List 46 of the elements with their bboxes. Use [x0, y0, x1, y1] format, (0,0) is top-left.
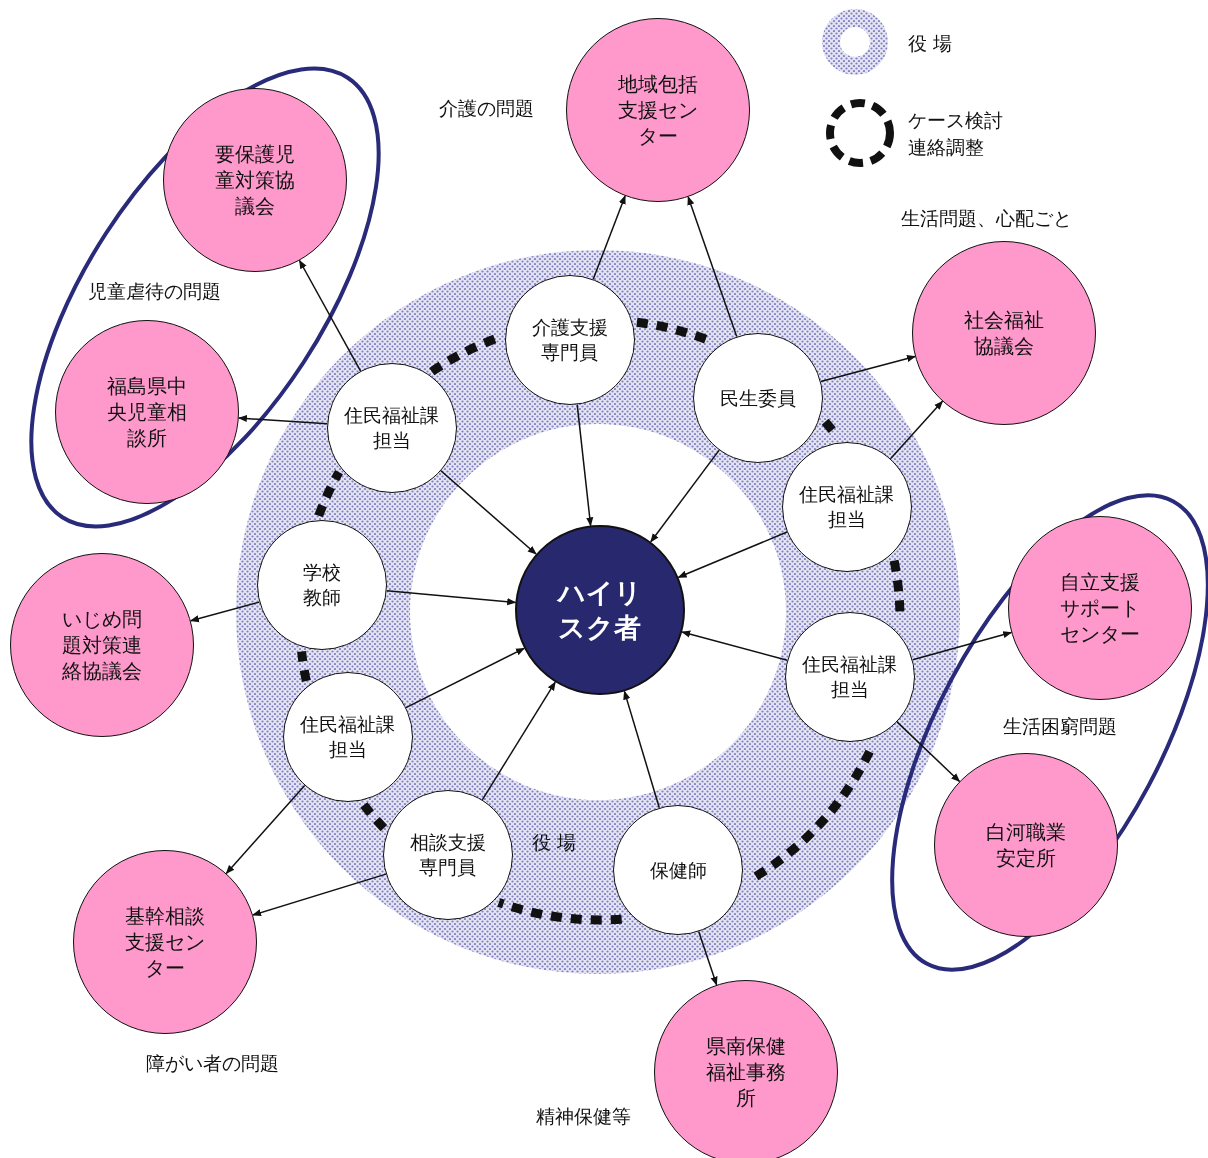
- node-label: 学校教師: [302, 560, 342, 610]
- node-label: 自立支援サポートセンター: [1059, 569, 1141, 647]
- arrow: [576, 403, 594, 527]
- dashed-connector: [360, 802, 388, 832]
- arrow: [252, 873, 387, 917]
- node-label: 県南保健福祉事務所: [705, 1033, 787, 1111]
- node-label: 介護支援専門員: [531, 315, 609, 365]
- beside-label: 介護の問題: [439, 96, 534, 121]
- node-label: 住民福祉課担当: [801, 652, 899, 702]
- arrow: [911, 631, 1013, 661]
- node-label: 基幹相談支援センター: [124, 903, 206, 981]
- node-label: 住民福祉課担当: [798, 482, 896, 532]
- arrow: [820, 355, 916, 383]
- legend-label: 役 場: [908, 31, 953, 56]
- node-label: いじめ問題対策連絡協議会: [61, 606, 143, 684]
- arrow: [650, 449, 720, 543]
- arrow: [440, 470, 537, 555]
- dashed-connector: [297, 650, 311, 682]
- node-label: 住民福祉課担当: [299, 712, 397, 762]
- group-heading: 生活困窮問題: [1003, 714, 1117, 739]
- arrow: [405, 647, 525, 709]
- node-label: 地域包括支援センター: [617, 71, 699, 149]
- beside-label: 生活問題、心配ごと: [901, 206, 1072, 231]
- node-label: 福島県中央児童相談所: [106, 373, 188, 451]
- node-label: 白河職業安定所: [985, 819, 1067, 871]
- arrow: [189, 601, 261, 623]
- node-label: ハイリスク者: [556, 575, 643, 645]
- node-label: 民生委員: [720, 385, 796, 411]
- node-label: 住民福祉課担当: [343, 403, 441, 453]
- arrow: [687, 196, 738, 338]
- band-label: 役 場: [532, 830, 577, 855]
- arrow: [592, 195, 626, 281]
- beside-label: 精神保健等: [536, 1104, 631, 1129]
- arrow: [896, 721, 961, 783]
- node-label: 保健師: [649, 857, 707, 883]
- beside-label: 障がい者の問題: [146, 1051, 279, 1076]
- arrow: [681, 630, 788, 661]
- group-heading: 児童虐待の問題: [88, 279, 221, 304]
- arrow: [677, 531, 788, 579]
- arrow: [298, 259, 362, 372]
- node-label: 相談支援専門員: [409, 830, 487, 880]
- node-label: 社会福祉協議会: [963, 307, 1045, 359]
- legend-label: ケース検討連絡調整: [908, 108, 1004, 160]
- arrow: [225, 784, 306, 875]
- arrow: [889, 400, 944, 460]
- node-label: 要保護児童対策協議会: [214, 141, 296, 219]
